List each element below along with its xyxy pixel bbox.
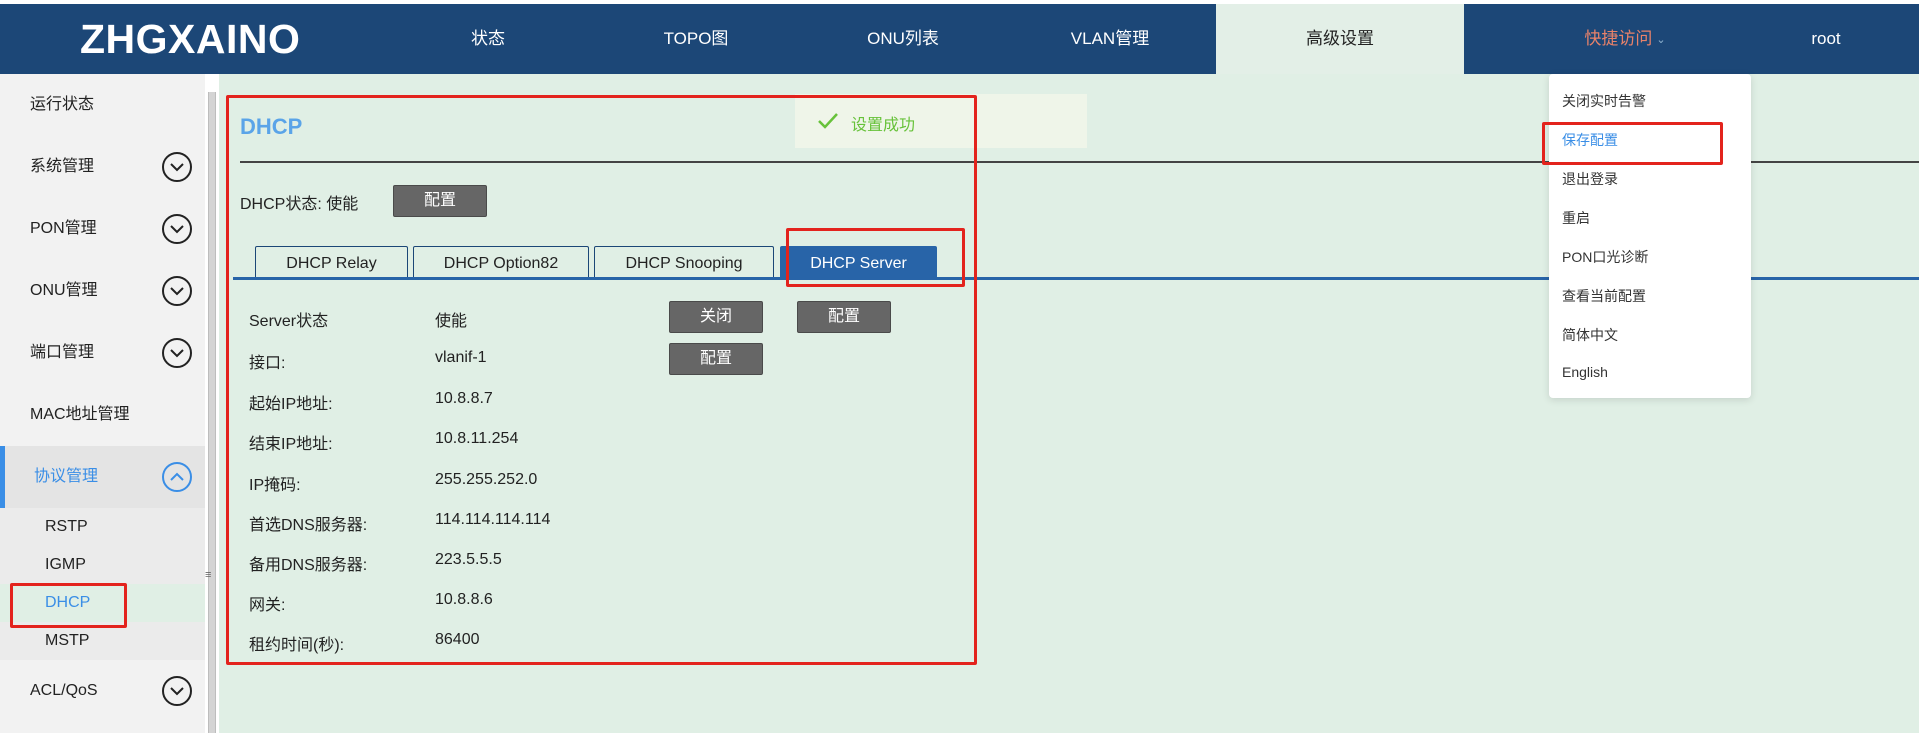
success-toast: 设置成功	[795, 94, 1087, 148]
sidebar-item-label: 协议管理	[34, 468, 99, 485]
field-label: 接口:	[249, 355, 286, 372]
sidebar-item-mac[interactable]: MAC地址管理	[0, 384, 205, 446]
server-config-button[interactable]: 配置	[797, 301, 891, 333]
menu-item-reboot[interactable]: 重启	[1562, 210, 1590, 226]
field-value: vlanif-1	[435, 349, 487, 366]
field-label: IP掩码:	[249, 477, 301, 494]
sidebar-item-port[interactable]: 端口管理	[0, 322, 205, 384]
menu-item-simplified-chinese[interactable]: 简体中文	[1562, 327, 1618, 343]
sidebar-item-label: PON管理	[30, 220, 97, 237]
field-value: 114.114.114.114	[435, 511, 551, 528]
user-menu[interactable]: root	[1811, 29, 1841, 48]
menu-item-view-config[interactable]: 查看当前配置	[1562, 288, 1646, 304]
chevron-down-icon[interactable]	[162, 676, 192, 706]
chevron-down-icon[interactable]	[162, 152, 192, 182]
nav-status[interactable]: 状态	[471, 29, 505, 48]
server-close-button[interactable]: 关闭	[669, 301, 763, 333]
tab-dhcp-snooping[interactable]: DHCP Snooping	[594, 246, 774, 279]
tabs-divider	[233, 277, 1919, 280]
field-label: 起始IP地址:	[249, 396, 333, 413]
active-indicator	[0, 446, 5, 508]
sidebar-item-label: ACL/QoS	[30, 682, 98, 699]
field-label: 结束IP地址:	[249, 436, 333, 453]
page-title: DHCP	[240, 114, 303, 139]
dhcp-config-button[interactable]: 配置	[393, 185, 487, 217]
sidebar: 运行状态 系统管理 PON管理 ONU管理 端口管理 MAC地址管理 协议管理 …	[0, 74, 205, 733]
chevron-down-icon[interactable]	[162, 214, 192, 244]
protocol-submenu: RSTP IGMP DHCP MSTP	[0, 508, 205, 660]
field-value: 10.8.11.254	[435, 430, 519, 447]
chevron-down-icon[interactable]	[162, 276, 192, 306]
sidebar-item-label: 端口管理	[30, 344, 95, 361]
field-label: 租约时间(秒):	[249, 637, 345, 654]
nav-vlan[interactable]: VLAN管理	[1070, 29, 1150, 48]
check-icon	[818, 113, 838, 129]
sidebar-item-pon[interactable]: PON管理	[0, 198, 205, 260]
sidebar-item-label: MAC地址管理	[30, 406, 130, 423]
field-label: 网关:	[249, 597, 286, 614]
subitem-label: RSTP	[45, 518, 88, 535]
divider	[240, 161, 1919, 163]
field-value: 使能	[435, 313, 468, 330]
sidebar-item-onu[interactable]: ONU管理	[0, 260, 205, 322]
sidebar-subitem-mstp[interactable]: MSTP	[0, 622, 205, 660]
field-value: 10.8.8.6	[435, 591, 493, 608]
field-value: 255.255.252.0	[435, 471, 538, 488]
field-label: Server状态	[249, 313, 329, 330]
nav-onu-list[interactable]: ONU列表	[867, 29, 939, 48]
menu-item-close-alarm[interactable]: 关闭实时告警	[1562, 93, 1646, 109]
quick-access-dropdown: 关闭实时告警 保存配置 退出登录 重启 PON口光诊断 查看当前配置 简体中文 …	[1549, 74, 1751, 398]
sidebar-item-system[interactable]: 系统管理	[0, 136, 205, 198]
tab-dhcp-option82[interactable]: DHCP Option82	[413, 246, 589, 279]
menu-item-english[interactable]: English	[1562, 364, 1608, 380]
field-value: 223.5.5.5	[435, 551, 502, 568]
field-label: 备用DNS服务器:	[249, 557, 368, 574]
subitem-label: DHCP	[45, 594, 91, 611]
chevron-up-icon[interactable]	[162, 462, 192, 492]
nav-advanced-settings[interactable]: 高级设置	[1216, 4, 1464, 74]
top-navbar: ZHGXAINO 状态 TOPO图 ONU列表 VLAN管理 高级设置 快捷访问…	[0, 4, 1919, 74]
chevron-down-icon[interactable]	[162, 338, 192, 368]
sidebar-item-acl-qos[interactable]: ACL/QoS	[0, 660, 205, 722]
sidebar-subitem-rstp[interactable]: RSTP	[0, 508, 205, 546]
nav-topo[interactable]: TOPO图	[663, 29, 729, 48]
field-value: 86400	[435, 631, 480, 648]
sidebar-item-label: 系统管理	[30, 158, 95, 175]
logo: ZHGXAINO	[80, 16, 301, 62]
dhcp-status-label: DHCP状态: 使能	[240, 196, 359, 213]
nav-quick-access[interactable]: 快捷访问⌄	[1560, 4, 1690, 74]
sidebar-item-label: 运行状态	[30, 96, 95, 113]
sidebar-subitem-igmp[interactable]: IGMP	[0, 546, 205, 584]
subitem-label: IGMP	[45, 556, 86, 573]
sidebar-item-label: ONU管理	[30, 282, 98, 299]
sidebar-item-protocol[interactable]: 协议管理	[0, 446, 205, 508]
menu-item-pon-diagnosis[interactable]: PON口光诊断	[1562, 249, 1649, 265]
menu-item-save-config[interactable]: 保存配置	[1562, 132, 1618, 148]
chevron-down-icon: ⌄	[1656, 33, 1666, 46]
menu-item-logout[interactable]: 退出登录	[1562, 171, 1618, 187]
sidebar-subitem-dhcp[interactable]: DHCP	[0, 584, 205, 622]
subitem-label: MSTP	[45, 632, 90, 649]
tab-dhcp-server[interactable]: DHCP Server	[780, 246, 937, 279]
field-label: 首选DNS服务器:	[249, 517, 368, 534]
field-value: 10.8.8.7	[435, 390, 493, 407]
tab-dhcp-relay[interactable]: DHCP Relay	[255, 246, 408, 279]
interface-config-button[interactable]: 配置	[669, 343, 763, 375]
quick-access-label: 快捷访问	[1584, 29, 1653, 48]
grip-icon[interactable]: ≡	[205, 569, 212, 581]
sidebar-splitter[interactable]: ≡	[205, 74, 219, 733]
toast-message: 设置成功	[851, 117, 916, 134]
splitter-track[interactable]	[208, 92, 216, 733]
sidebar-item-running-status[interactable]: 运行状态	[0, 74, 205, 136]
